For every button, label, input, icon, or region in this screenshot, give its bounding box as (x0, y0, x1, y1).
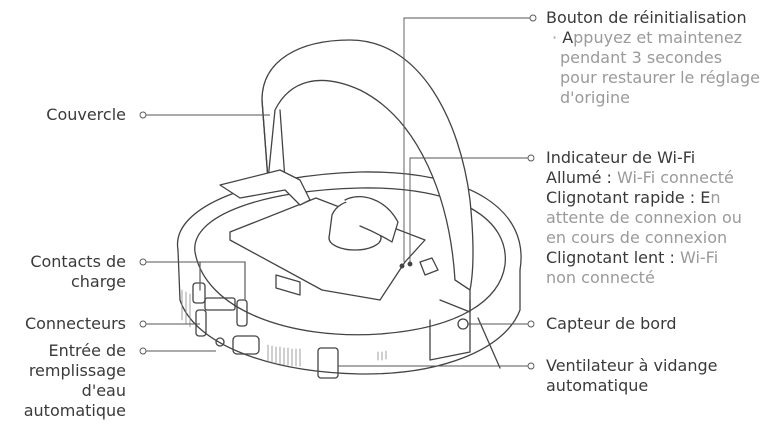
wifi-slow-line: Clignotant lent : Wi-Fi (546, 248, 742, 268)
water-line-3: d'eau (24, 381, 126, 401)
wifi-on-label: Allumé : (546, 168, 612, 187)
wifi-slow-label: Clignotant lent : (546, 248, 675, 267)
wifi-on-text: Wi-Fi connecté (612, 168, 734, 187)
label-fan: Ventilateur à vidange automatique (546, 356, 717, 396)
label-charge-contacts: Contacts de charge (30, 252, 126, 292)
wifi-fast-text-3: en cours de connexion (546, 228, 742, 248)
reset-desc-rest: ppuyez et maintenez (573, 28, 742, 47)
wifi-slow-text-2: non connecté (546, 268, 742, 288)
water-line-4: automatique (24, 401, 126, 421)
wifi-fast-text-1: n (710, 188, 720, 207)
fan-line-2: automatique (546, 376, 717, 396)
reset-desc-1: · Appuyez et maintenez (546, 28, 760, 48)
wifi-title: Indicateur de Wi-Fi (546, 148, 742, 168)
charge-line-1: Contacts de (30, 252, 126, 272)
reset-desc-2: pendant 3 secondes (546, 48, 760, 68)
wifi-fast-label: Clignotant rapide : E (546, 188, 710, 207)
label-reset-button: Bouton de réinitialisation · Appuyez et … (546, 8, 760, 108)
reset-title: Bouton de réinitialisation (546, 8, 760, 28)
reset-desc-prefix: A (562, 28, 573, 47)
label-water-inlet: Entrée de remplissage d'eau automatique (24, 341, 126, 421)
wifi-fast-text-2: attente de connexion ou (546, 208, 742, 228)
water-line-2: remplissage (24, 361, 126, 381)
label-wifi-indicator: Indicateur de Wi-Fi Allumé : Wi-Fi conne… (546, 148, 742, 288)
wifi-slow-text-1: Wi-Fi (675, 248, 718, 267)
water-line-1: Entrée de (24, 341, 126, 361)
reset-bullet: · (552, 28, 557, 47)
fan-line-1: Ventilateur à vidange (546, 356, 717, 376)
reset-desc-3: pour restaurer le réglage (546, 68, 760, 88)
charge-line-2: charge (30, 272, 126, 292)
reset-desc-4: d'origine (546, 88, 760, 108)
label-connectors: Connecteurs (25, 314, 126, 334)
wifi-fast-line: Clignotant rapide : En (546, 188, 742, 208)
wifi-on-line: Allumé : Wi-Fi connecté (546, 168, 742, 188)
label-edge-sensor: Capteur de bord (546, 314, 677, 334)
label-cover: Couvercle (46, 105, 126, 125)
